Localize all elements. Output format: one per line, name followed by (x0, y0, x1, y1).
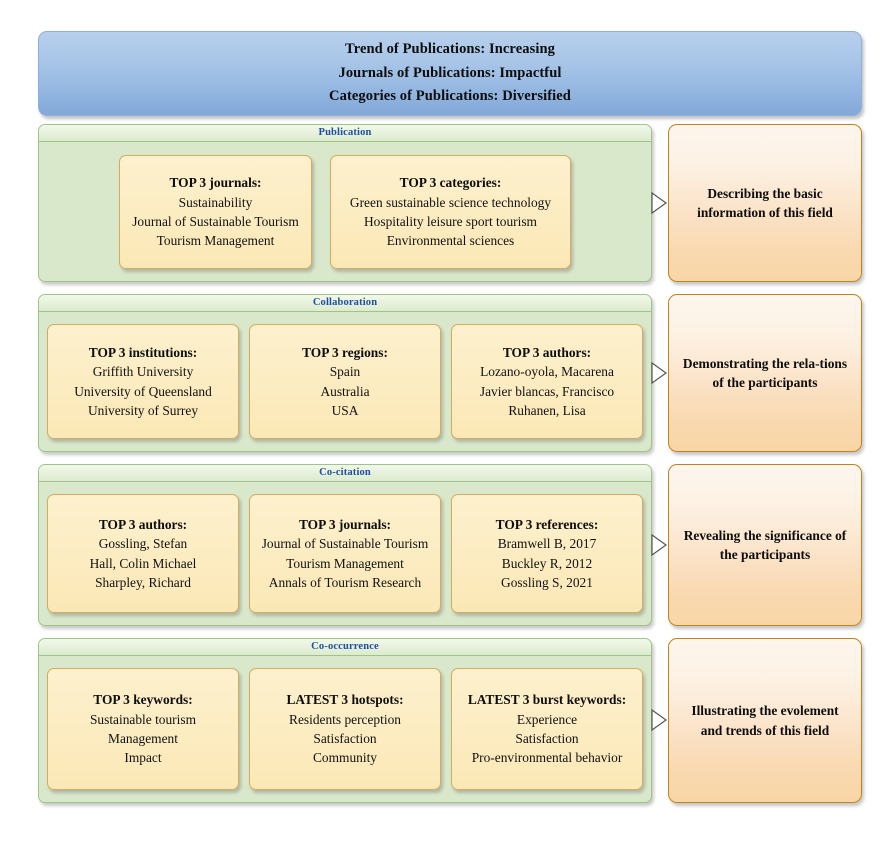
section-header-label: Co-occurrence (311, 640, 379, 652)
card-item: Annals of Tourism Research (268, 574, 422, 590)
outcome-label: Revealing the significance of the partic… (683, 527, 847, 562)
card-item: Journal of Sustainable Tourism (132, 214, 299, 229)
card-item: University of Surrey (87, 402, 199, 418)
card-item: Hospitality leisure sport tourism (364, 214, 537, 229)
card-title: TOP 3 regions: (302, 344, 388, 360)
card-item: Residents perception (289, 711, 401, 727)
section-header-collaboration: Collaboration (39, 295, 651, 312)
section-header-co-occurrence: Co-occurrence (39, 639, 651, 656)
card-item: Sustainable tourism (89, 711, 196, 727)
card-title: TOP 3 categories: (399, 175, 502, 191)
section-publication: Publication TOP 3 journals: Sustainabili… (38, 124, 652, 282)
card-item: Management (108, 731, 178, 746)
outcome-label: Demonstrating the rela-tions of the part… (682, 355, 848, 390)
card-item: Australia (320, 383, 370, 399)
card-top-3-institutions[interactable]: TOP 3 institutions: Griffith University … (47, 324, 239, 439)
card-item: Satisfaction (515, 731, 579, 746)
section-header-publication: Publication (39, 125, 651, 142)
card-top-3-journals[interactable]: TOP 3 journals: Journal of Sustainable T… (249, 494, 441, 613)
card-item: Hall, Colin Michael (89, 555, 197, 571)
section-header-label: Collaboration (312, 296, 378, 308)
banner-line-trend: Trend of Publications: Increasing (345, 41, 555, 58)
section-header-label: Co-citation (319, 466, 371, 478)
card-item: Community (313, 750, 377, 766)
card-item: Tourism Management (286, 555, 404, 571)
card-latest-3-burst-keywords[interactable]: LATEST 3 burst keywords: Experience Sati… (451, 668, 643, 790)
card-title: TOP 3 journals: (169, 175, 262, 191)
section-body-co-occurrence: TOP 3 keywords: Sustainable tourism Mana… (39, 656, 651, 802)
outcome-label: Describing the basic information of this… (697, 185, 833, 220)
card-title: TOP 3 references: (495, 516, 599, 532)
card-item: Spain (329, 364, 361, 380)
card-item: Ruhanen, Lisa (508, 402, 586, 418)
outcome-box-co-citation[interactable]: Revealing the significance of the partic… (668, 464, 862, 626)
card-item: Javier blancas, Francisco (479, 383, 615, 399)
card-latest-3-hotspots[interactable]: LATEST 3 hotspots: Residents perception … (249, 668, 441, 790)
card-title: LATEST 3 burst keywords: (467, 692, 627, 708)
section-collaboration: Collaboration TOP 3 institutions: Griffi… (38, 294, 652, 452)
card-item: Sustainability (178, 194, 253, 210)
outcome-label: Illustrating the evolement and trends of… (691, 703, 839, 738)
outcome-box-publication[interactable]: Describing the basic information of this… (668, 124, 862, 282)
card-title: TOP 3 journals: (298, 516, 391, 532)
outcome-box-co-occurrence[interactable]: Illustrating the evolement and trends of… (668, 638, 862, 803)
card-item: Green sustainable science technology (349, 194, 552, 210)
section-header-co-citation: Co-citation (39, 465, 651, 482)
card-top-3-references[interactable]: TOP 3 references: Bramwell B, 2017 Buckl… (451, 494, 643, 613)
card-title: TOP 3 keywords: (93, 692, 193, 708)
card-top-3-categories[interactable]: TOP 3 categories: Green sustainable scie… (330, 155, 571, 269)
card-top-3-authors[interactable]: TOP 3 authors: Lozano-oyola, Macarena Ja… (451, 324, 643, 439)
card-title: TOP 3 authors: (502, 344, 592, 360)
section-body-collaboration: TOP 3 institutions: Griffith University … (39, 312, 651, 451)
section-co-occurrence: Co-occurrence TOP 3 keywords: Sustainabl… (38, 638, 652, 803)
card-title: TOP 3 authors: (98, 516, 188, 532)
card-item: University of Queensland (74, 383, 212, 399)
card-item: Gossling S, 2021 (501, 574, 593, 590)
banner-line-journals: Journals of Publications: Impactful (338, 64, 562, 81)
card-item: Tourism Management (156, 233, 275, 249)
card-item: Lozano-oyola, Macarena (480, 364, 614, 380)
triangle-right-icon (651, 192, 667, 214)
card-item: Environmental sciences (386, 233, 515, 249)
card-top-3-keywords[interactable]: TOP 3 keywords: Sustainable tourism Mana… (47, 668, 239, 790)
card-item: USA (331, 402, 359, 418)
triangle-right-icon (651, 534, 667, 556)
triangle-right-icon (651, 709, 667, 731)
card-item: Satisfaction (313, 731, 377, 746)
card-top-3-journals[interactable]: TOP 3 journals: Sustainability Journal o… (119, 155, 312, 269)
card-item: Gossling, Stefan (98, 536, 188, 552)
card-item: Impact (124, 750, 162, 766)
triangle-right-icon (651, 362, 667, 384)
banner-line-categories: Categories of Publications: Diversified (329, 88, 571, 105)
card-item: Journal of Sustainable Tourism (261, 536, 429, 552)
card-item: Pro-environmental behavior (471, 750, 623, 766)
card-title: TOP 3 institutions: (88, 344, 198, 360)
card-item: Sharpley, Richard (95, 574, 191, 590)
card-top-3-regions[interactable]: TOP 3 regions: Spain Australia USA (249, 324, 441, 439)
card-item: Griffith University (92, 364, 194, 380)
section-header-label: Publication (318, 126, 372, 138)
section-body-co-citation: TOP 3 authors: Gossling, Stefan Hall, Co… (39, 482, 651, 625)
summary-banner: Trend of Publications: Increasing Journa… (38, 31, 862, 116)
card-item: Bramwell B, 2017 (497, 536, 597, 552)
card-item: Experience (516, 711, 578, 727)
section-co-citation: Co-citation TOP 3 authors: Gossling, Ste… (38, 464, 652, 626)
outcome-box-collaboration[interactable]: Demonstrating the rela-tions of the part… (668, 294, 862, 452)
section-body-publication: TOP 3 journals: Sustainability Journal o… (39, 142, 651, 281)
card-title: LATEST 3 hotspots: (286, 692, 404, 708)
card-top-3-authors[interactable]: TOP 3 authors: Gossling, Stefan Hall, Co… (47, 494, 239, 613)
card-item: Buckley R, 2012 (501, 555, 593, 571)
